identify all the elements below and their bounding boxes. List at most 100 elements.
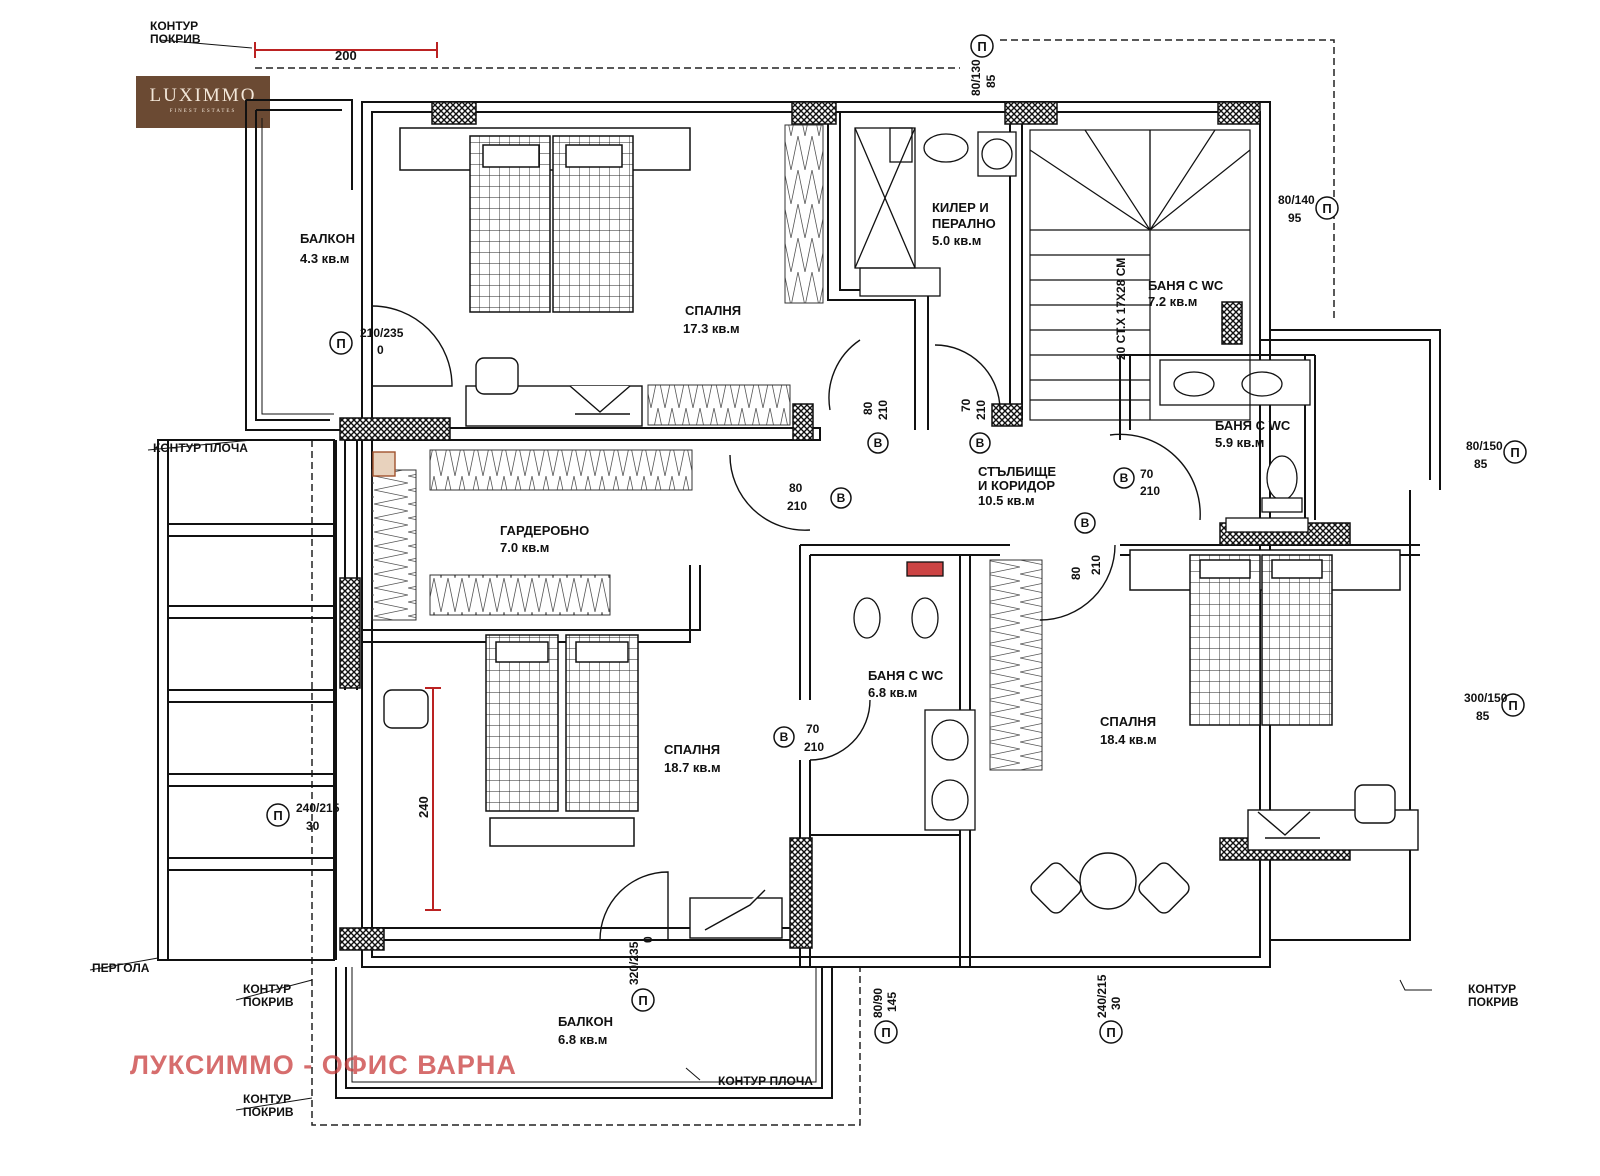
door-height: 210: [1089, 555, 1103, 575]
window-symbol: П: [1508, 698, 1517, 713]
room-name: БАНЯ С WC: [1215, 418, 1291, 433]
dimension-lines: [254, 42, 441, 911]
window-sill: 145: [885, 992, 899, 1012]
room-area: 18.7 кв.м: [664, 760, 721, 775]
window-symbol: П: [638, 993, 647, 1008]
roof-contour-label: ПОКРИВ: [1468, 995, 1519, 1009]
window-sill: 85: [1474, 457, 1488, 471]
door-symbol: В: [874, 436, 883, 450]
window-symbol: П: [1322, 201, 1331, 216]
stair-note: 20 СТ.Х 17Х28 СМ: [1114, 258, 1128, 360]
room-labels: БАЛКОН 4.3 кв.м СПАЛНЯ 17.3 кв.м КИЛЕР И…: [300, 200, 1291, 1047]
door-symbol: В: [780, 730, 789, 744]
slab-contour-label: КОНТУР ПЛОЧА: [153, 441, 248, 455]
roof-contour-label: КОНТУР: [150, 19, 198, 33]
window-sill: 0: [377, 343, 384, 357]
room-name: ГАРДЕРОБНО: [500, 523, 589, 538]
door-width: 70: [806, 722, 820, 736]
roof-contour: [255, 39, 1335, 1126]
door-symbol: В: [837, 491, 846, 505]
dimension-side: 240: [416, 796, 431, 818]
window-size: 240/215: [296, 801, 340, 815]
room-name: БАЛКОН: [300, 231, 355, 246]
door-width: 70: [1140, 467, 1154, 481]
room-name: СПАЛНЯ: [685, 303, 741, 318]
window-sill: 85: [1476, 709, 1490, 723]
furniture: [372, 357, 1419, 939]
contour-labels: КОНТУР ПОКРИВ КОНТУР ПЛОЧА ПЕРГОЛА КОНТУ…: [92, 19, 1519, 1119]
room-area: 6.8 кв.м: [868, 685, 917, 700]
window-symbol: П: [1106, 1025, 1115, 1040]
room-area: 6.8 кв.м: [558, 1032, 607, 1047]
window-symbol: П: [1510, 445, 1519, 460]
door-symbol-letters: В В В В В В: [780, 436, 1129, 744]
room-area: 10.5 кв.м: [978, 493, 1035, 508]
room-name: БАЛКОН: [558, 1014, 613, 1029]
door-height: 210: [804, 740, 824, 754]
window-symbol: П: [881, 1025, 890, 1040]
room-name: СПАЛНЯ: [1100, 714, 1156, 729]
window-symbol: П: [273, 808, 282, 823]
door-symbol: В: [1120, 471, 1129, 485]
watermark: ЛУКСИММО - ОФИС ВАРНА: [130, 1050, 517, 1080]
window-symbol: П: [977, 39, 986, 54]
room-name: КИЛЕР И: [932, 200, 989, 215]
window-symbol-letters: П П П П П П П П П: [273, 39, 1519, 1040]
door-marks: 80 210 70 210 80 210 70 210 80 210 70 21…: [787, 398, 1160, 754]
roof-contour-label: КОНТУР: [243, 1092, 291, 1106]
logo-brand: LUXIMMO: [149, 85, 257, 106]
window-sill: 30: [1109, 996, 1123, 1010]
leader-lines: [89, 39, 1432, 1111]
window-size: 320/235: [627, 941, 641, 985]
window-size: 80/140: [1278, 193, 1315, 207]
pergola-label: ПЕРГОЛА: [92, 961, 150, 975]
room-name: БАНЯ С WC: [868, 668, 944, 683]
window-size: 80/130: [969, 59, 983, 96]
logo-tagline: FINEST ESTATES: [169, 109, 237, 114]
roof-contour-label: ПОКРИВ: [150, 32, 201, 46]
door-height: 210: [876, 400, 890, 420]
room-area: 18.4 кв.м: [1100, 732, 1157, 747]
door-height: 210: [974, 400, 988, 420]
dimension-top: 200: [335, 48, 357, 63]
window-symbols: [266, 34, 1527, 1044]
wardrobes: [371, 124, 1043, 771]
window-sill: 0: [641, 936, 655, 943]
roof-contour-label: ПОКРИВ: [243, 995, 294, 1009]
window-size: 240/215: [1095, 974, 1109, 1018]
door-swings: [371, 305, 1201, 941]
door-symbols: [773, 432, 1135, 748]
window-marks: 80/130 85 80/140 95 210/235 0 80/150 85 …: [296, 59, 1508, 1018]
door-symbol: В: [976, 436, 985, 450]
room-area: 4.3 кв.м: [300, 251, 349, 266]
window-sill: 30: [306, 819, 320, 833]
room-name: И КОРИДОР: [978, 478, 1055, 493]
room-area: 5.0 кв.м: [932, 233, 981, 248]
room-area: 5.9 кв.м: [1215, 435, 1264, 450]
door-width: 80: [1069, 566, 1083, 580]
room-area: 17.3 кв.м: [683, 321, 740, 336]
window-size: 80/150: [1466, 439, 1503, 453]
room-name: БАНЯ С WC: [1148, 278, 1224, 293]
room-name: ПЕРАЛНО: [932, 216, 996, 231]
pergola: [157, 439, 337, 961]
door-height: 210: [787, 499, 807, 513]
roof-contour-label: КОНТУР: [243, 982, 291, 996]
beds: [399, 127, 1401, 847]
door-height: 210: [1140, 484, 1160, 498]
exterior-walls: [245, 99, 1441, 1099]
door-width: 70: [959, 398, 973, 412]
columns: [339, 101, 1351, 951]
window-sill: 85: [984, 74, 998, 88]
roof-contour-label: ПОКРИВ: [243, 1105, 294, 1119]
room-name: СПАЛНЯ: [664, 742, 720, 757]
room-area: 7.0 кв.м: [500, 540, 549, 555]
window-size: 300/150: [1464, 691, 1508, 705]
door-symbol: В: [1081, 516, 1090, 530]
window-sill: 95: [1288, 211, 1302, 225]
window-size: 210/235: [360, 326, 404, 340]
luximmo-logo: LUXIMMO FINEST ESTATES: [136, 76, 270, 128]
window-symbol: П: [336, 336, 345, 351]
window-size: 80/90: [871, 988, 885, 1018]
